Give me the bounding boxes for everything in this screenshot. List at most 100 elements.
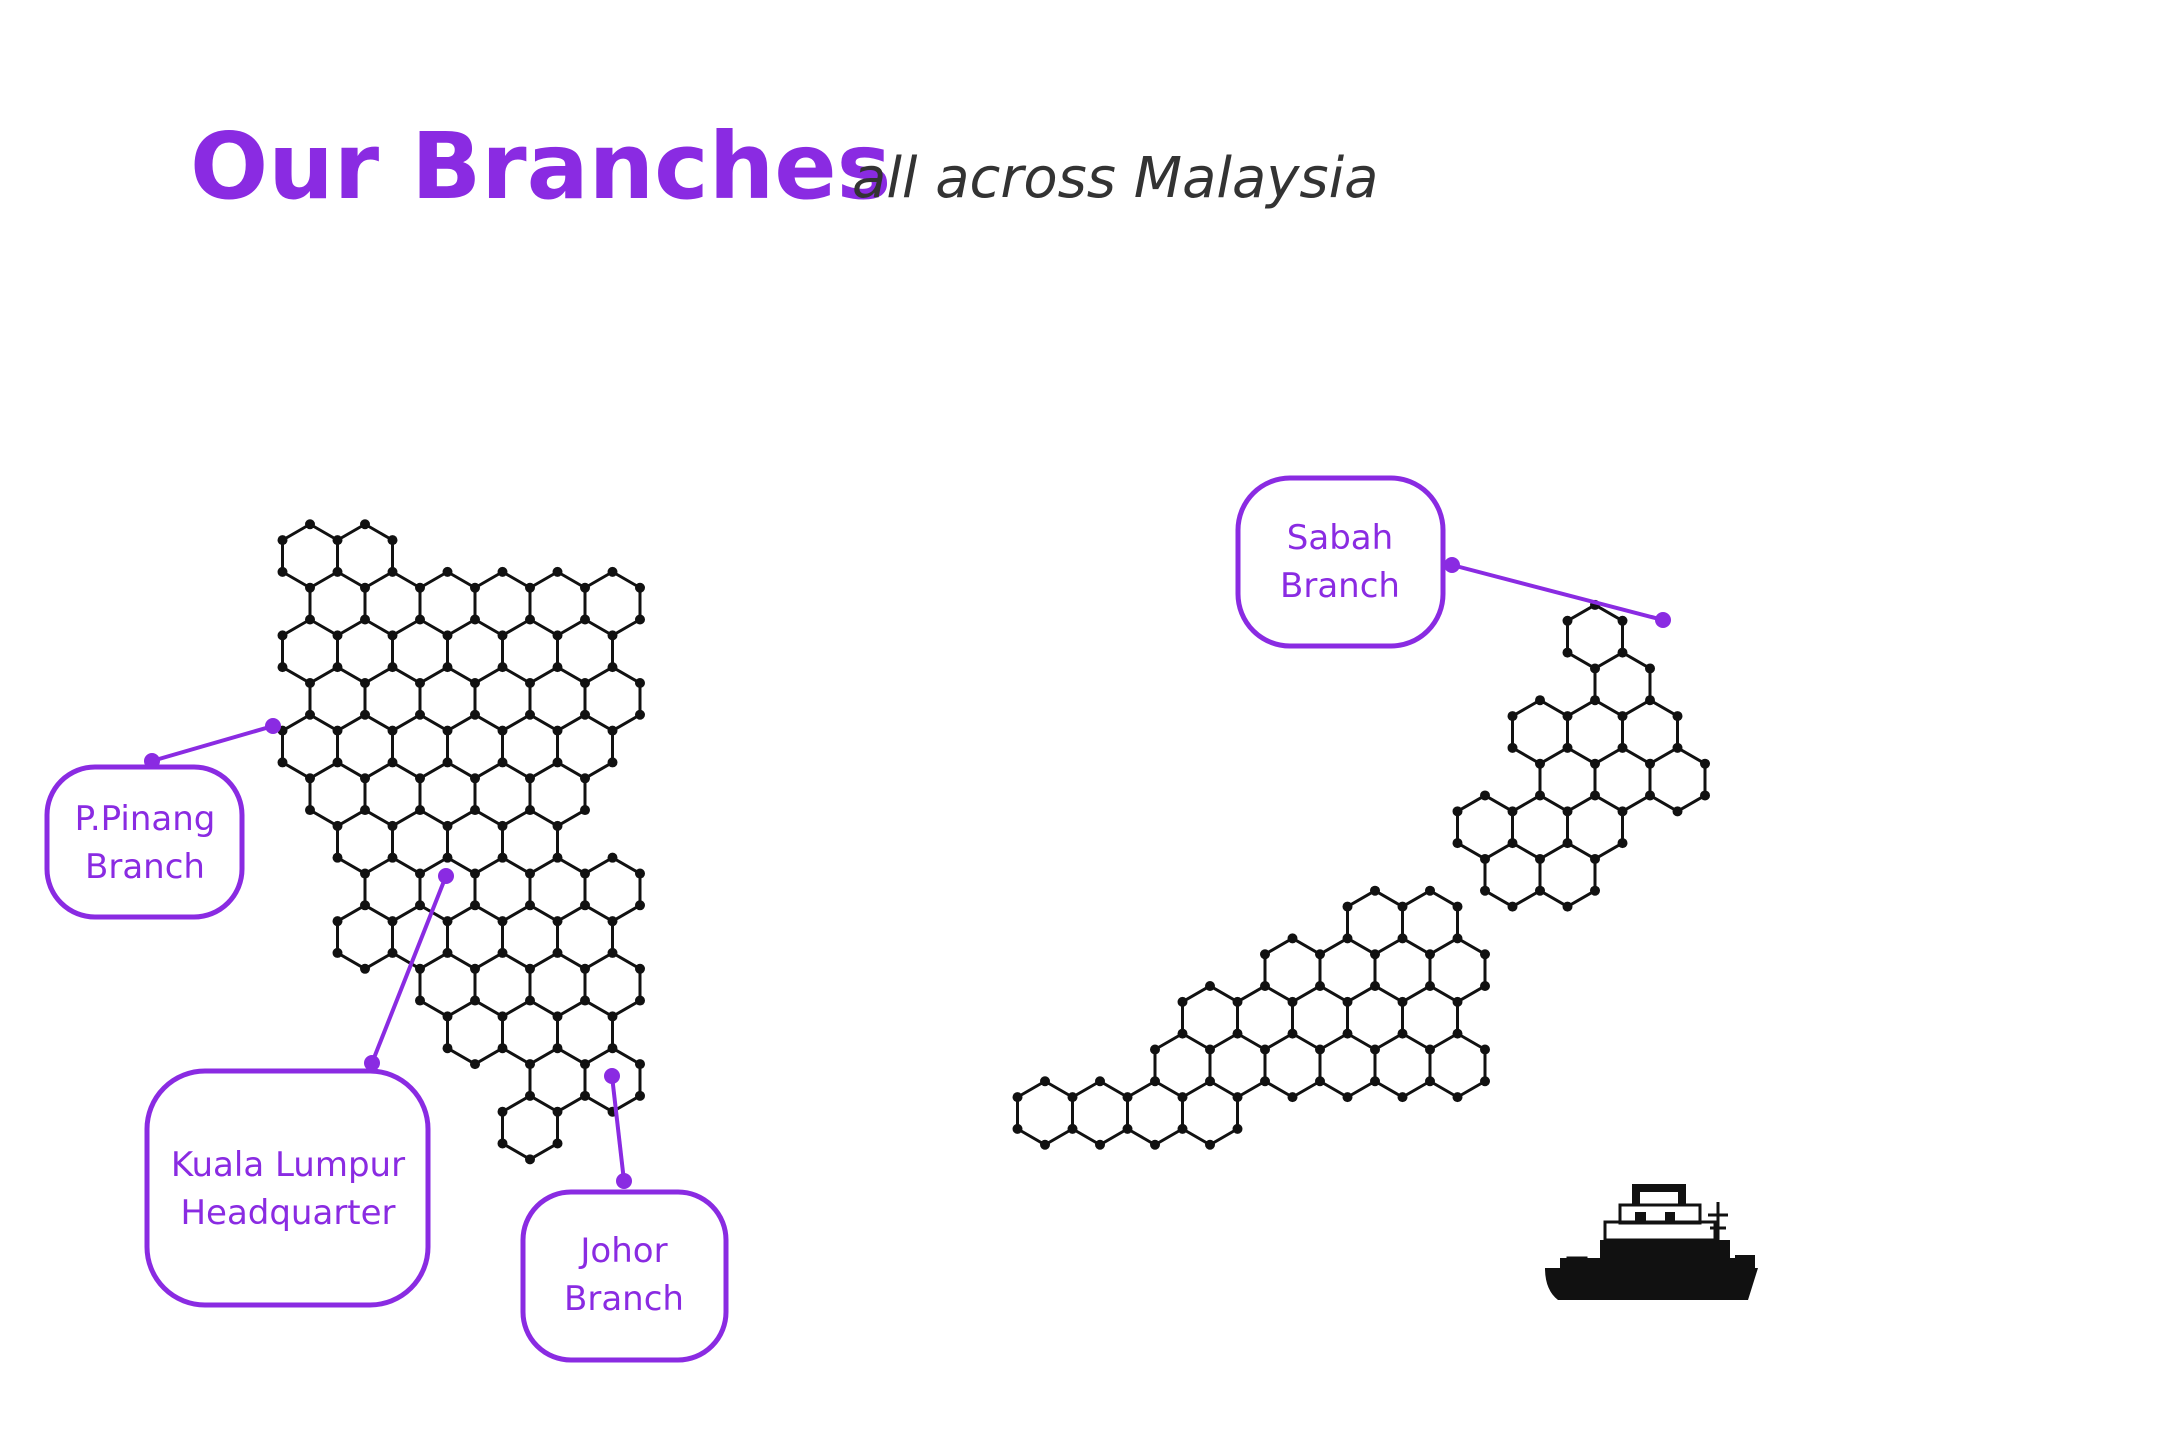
network-edge <box>1236 984 1266 1004</box>
network-node <box>635 1090 645 1101</box>
network-edge <box>611 570 641 590</box>
network-node <box>525 709 535 720</box>
network-edge <box>336 713 366 732</box>
network-node <box>1590 885 1600 896</box>
network-edge <box>1071 1127 1101 1147</box>
network-node <box>1122 1123 1133 1134</box>
branch-type: Headquarter <box>180 1193 395 1233</box>
network-node <box>1562 615 1573 626</box>
network-edge <box>446 618 476 637</box>
network-node <box>415 773 425 784</box>
network-edge <box>1511 746 1541 766</box>
network-node <box>1315 949 1325 960</box>
network-node <box>1370 949 1380 960</box>
network-node <box>525 995 535 1006</box>
network-node <box>1700 758 1710 769</box>
network-node <box>1342 933 1353 944</box>
branch-type: Branch <box>85 847 205 887</box>
branch-callout-johor[interactable]: Johor Branch <box>520 1068 729 1363</box>
network-node <box>1205 980 1215 991</box>
network-node <box>497 916 508 927</box>
network-node <box>525 1059 535 1070</box>
network-edge <box>1539 889 1569 908</box>
network-edge <box>474 761 504 780</box>
network-edge <box>529 665 559 685</box>
network-node <box>1370 980 1380 991</box>
network-edge <box>1566 841 1596 861</box>
network-node <box>415 614 425 625</box>
network-edge <box>474 570 504 590</box>
network-node <box>580 805 590 816</box>
network-edge <box>584 999 614 1018</box>
network-node <box>1067 1123 1078 1134</box>
network-edge <box>1566 651 1596 670</box>
network-edge <box>364 570 394 590</box>
network-edge <box>1181 1127 1211 1147</box>
network-edge <box>1484 889 1514 908</box>
network-edge <box>1649 794 1679 813</box>
branch-callout-sabah[interactable]: Sabah Branch <box>1235 475 1671 649</box>
network-node <box>277 662 288 673</box>
network-edge <box>1291 1032 1321 1051</box>
network-node <box>1480 885 1490 896</box>
network-node <box>1425 1076 1435 1087</box>
network-node <box>1452 1028 1463 1039</box>
network-edge <box>364 761 394 780</box>
network-node <box>387 566 398 577</box>
network-edge <box>611 999 641 1018</box>
network-node <box>1452 933 1463 944</box>
network-edge <box>1291 937 1321 956</box>
network-edge <box>1566 889 1596 908</box>
network-edge <box>584 713 614 732</box>
network-edge <box>419 808 449 828</box>
network-node <box>1150 1076 1160 1087</box>
branch-box <box>44 764 245 920</box>
network-edge <box>501 903 531 923</box>
network-node <box>1150 1139 1160 1150</box>
branch-box <box>520 1189 729 1363</box>
network-edge <box>391 570 421 590</box>
network-edge <box>309 713 339 732</box>
network-edge <box>364 951 394 971</box>
branch-callout-penang[interactable]: P.Pinang Branch <box>44 718 281 920</box>
network-edge <box>446 951 476 971</box>
network-edge <box>364 665 394 685</box>
network-edge <box>501 856 531 875</box>
network-node <box>1507 901 1518 912</box>
network-node <box>1370 1044 1380 1055</box>
network-edge <box>556 856 586 875</box>
network-node <box>1452 806 1463 817</box>
network-node <box>1562 806 1573 817</box>
network-edge <box>1346 889 1376 908</box>
network-node <box>607 566 618 577</box>
network-node <box>470 900 480 911</box>
network-node <box>635 709 645 720</box>
network-node <box>470 678 480 689</box>
network-node <box>1232 1028 1243 1039</box>
network-node <box>305 582 315 593</box>
network-edge <box>556 903 586 923</box>
network-node <box>1260 949 1270 960</box>
network-node <box>360 805 370 816</box>
network-node <box>277 630 288 641</box>
network-node <box>332 535 343 546</box>
network-edge <box>1566 746 1596 766</box>
network-edge <box>446 761 476 780</box>
network-edge <box>1181 984 1211 1004</box>
network-node <box>580 678 590 689</box>
network-node <box>497 1106 508 1117</box>
branch-callout-kl[interactable]: Kuala Lumpur Headquarter <box>144 868 454 1308</box>
network-node <box>1645 790 1655 801</box>
network-edge <box>584 665 614 685</box>
network-node <box>360 900 370 911</box>
network-edge <box>419 665 449 685</box>
network-node <box>415 709 425 720</box>
network-node <box>497 630 508 641</box>
network-node <box>1205 1076 1215 1087</box>
network-edge <box>336 570 366 590</box>
network-edge <box>1291 984 1321 1004</box>
network-node <box>470 868 480 879</box>
network-edge <box>1319 1079 1349 1099</box>
network-node <box>1287 1092 1298 1103</box>
network-node <box>1370 1076 1380 1087</box>
